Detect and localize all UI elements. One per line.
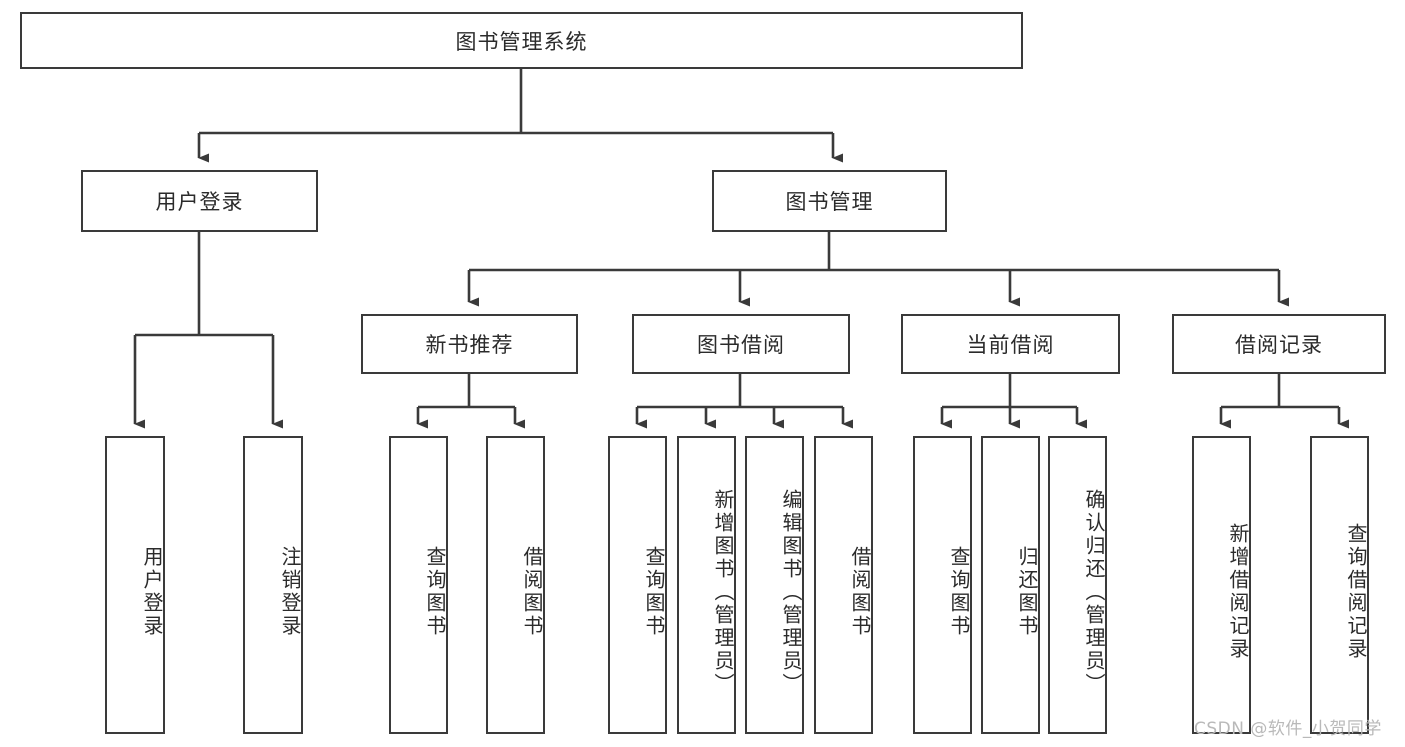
node-label: 查询图书 (947, 546, 971, 638)
node-label: 新书推荐 (425, 333, 514, 357)
leaf-current-return-book[interactable]: 归还图书 (981, 436, 1040, 734)
leaf-current-query-book[interactable]: 查询图书 (913, 436, 972, 734)
node-label: 借阅图书 (520, 546, 544, 638)
node-label: 图书管理系统 (455, 29, 588, 54)
node-current-borrow[interactable]: 当前借阅 (901, 314, 1120, 374)
leaf-borrow-add-book[interactable]: 新增图书（管理员） (677, 436, 736, 734)
node-borrow-record[interactable]: 借阅记录 (1172, 314, 1386, 374)
node-label: 归还图书 (1015, 546, 1039, 638)
node-label: 注销登录 (278, 546, 302, 638)
node-book-management[interactable]: 图书管理 (712, 170, 947, 232)
leaf-borrow-borrow-book[interactable]: 借阅图书 (814, 436, 873, 734)
node-label: 借阅图书 (848, 546, 872, 638)
node-book-borrow[interactable]: 图书借阅 (632, 314, 850, 374)
node-root-system[interactable]: 图书管理系统 (20, 12, 1023, 69)
node-label: 用户登录 (140, 546, 164, 638)
node-label: 当前借阅 (966, 333, 1055, 357)
leaf-recommend-query-book[interactable]: 查询图书 (389, 436, 448, 734)
leaf-borrow-edit-book[interactable]: 编辑图书（管理员） (745, 436, 804, 734)
leaf-borrow-query-book[interactable]: 查询图书 (608, 436, 667, 734)
node-label: 查询图书 (642, 546, 666, 638)
leaf-user-login-login[interactable]: 用户登录 (105, 436, 165, 734)
csdn-watermark: CSDN @软件_小贺同学 (1194, 719, 1382, 739)
node-label: 图书管理 (785, 190, 874, 214)
node-label: 借阅记录 (1235, 333, 1323, 357)
node-label: 查询图书 (423, 546, 447, 638)
node-label: 编辑图书（管理员） (779, 488, 803, 696)
node-label: 确认归还（管理员） (1082, 488, 1106, 696)
node-label: 图书借阅 (697, 333, 785, 357)
leaf-user-login-logout[interactable]: 注销登录 (243, 436, 303, 734)
leaf-recommend-borrow-book[interactable]: 借阅图书 (486, 436, 545, 734)
leaf-record-add-record[interactable]: 新增借阅记录 (1192, 436, 1251, 734)
node-user-login[interactable]: 用户登录 (81, 170, 318, 232)
leaf-record-query-record[interactable]: 查询借阅记录 (1310, 436, 1369, 734)
node-label: 查询借阅记录 (1344, 523, 1368, 661)
node-label: 新增图书（管理员） (711, 488, 735, 696)
node-label: 用户登录 (155, 190, 244, 214)
leaf-current-confirm-return[interactable]: 确认归还（管理员） (1048, 436, 1107, 734)
node-label: 新增借阅记录 (1226, 523, 1250, 661)
node-new-book-recommend[interactable]: 新书推荐 (361, 314, 578, 374)
